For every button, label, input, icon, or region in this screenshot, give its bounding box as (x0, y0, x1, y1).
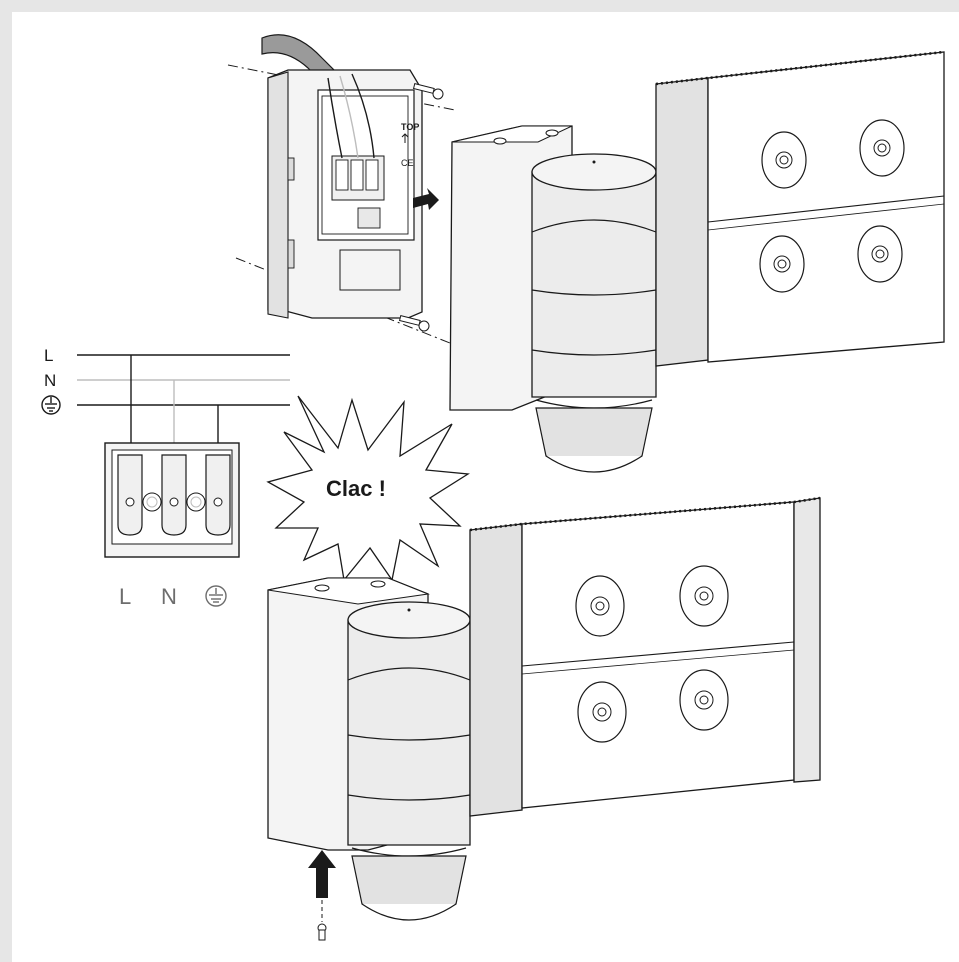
module-top-marking: TOP (401, 122, 419, 132)
screw-icon (412, 83, 444, 100)
push-arrow-icon (413, 188, 439, 210)
module-ce-marking: CE (401, 158, 414, 168)
lamp-assembly-top (449, 50, 945, 473)
screw-icon (317, 923, 327, 941)
line-label-l: L (44, 346, 53, 365)
terminal-ground-icon (205, 585, 227, 607)
wall-module: TOP CE (227, 34, 456, 346)
terminal-label-l: L (119, 584, 131, 609)
clac-burst: Clac ! (266, 395, 470, 582)
wiring-schematic: L N (41, 346, 290, 609)
push-up-arrow-icon (308, 850, 336, 898)
ground-icon (41, 395, 61, 415)
line-label-n: N (44, 371, 56, 390)
terminal-label-n: N (161, 584, 177, 609)
arrow-up-icon (401, 133, 409, 143)
lamp-assembly-bottom (267, 496, 821, 941)
screw-icon (398, 315, 430, 332)
clac-text: Clac ! (326, 476, 386, 501)
terminal-block (104, 442, 240, 558)
